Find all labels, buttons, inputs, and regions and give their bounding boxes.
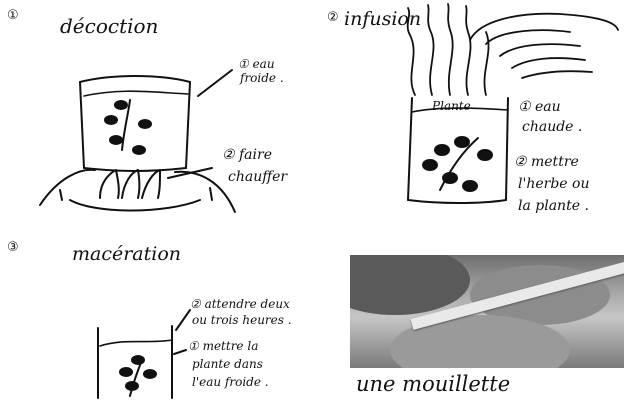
label-put-herb-2: l'herbe ou — [518, 177, 589, 191]
label-cold-water-2: froide . — [240, 72, 284, 84]
photo-finger-top — [350, 255, 470, 315]
title-infusion: infusion — [344, 10, 421, 29]
step-number-decoction: ① — [7, 8, 19, 23]
label-put-herb-1: ② mettre — [514, 155, 579, 169]
decoction-cold-water-pointer — [198, 70, 232, 96]
label-put-cold-1: ① mettre la — [188, 340, 258, 352]
hand-holding-plant — [470, 14, 618, 78]
stove-burner — [40, 170, 235, 212]
maceration-plant-sprig — [120, 356, 156, 396]
label-hot-water-1: ① eau — [518, 100, 561, 114]
title-maceration: macération — [72, 245, 181, 264]
label-wait-1: ② attendre deux — [190, 298, 290, 310]
mouillette-photo — [350, 255, 624, 368]
label-put-cold-2: plante dans — [192, 358, 263, 370]
label-put-herb-3: la plante . — [518, 199, 589, 213]
photo-caption: une mouillette — [356, 374, 510, 395]
label-put-cold-3: l'eau froide . — [192, 376, 269, 388]
label-wait-2: ou trois heures . — [192, 314, 292, 326]
maceration-wait-pointer — [176, 310, 190, 330]
infusion-pot — [408, 98, 508, 203]
infusion-plant-sprig — [423, 137, 492, 191]
label-heat-2: chauffer — [228, 170, 287, 184]
step-number-maceration: ③ — [7, 240, 19, 255]
decoction-pot — [80, 76, 190, 171]
pot-label-plante: Plante — [432, 100, 471, 112]
step-number-infusion: ② — [327, 10, 339, 25]
label-hot-water-2: chaude . — [522, 120, 582, 134]
title-decoction: décoction — [60, 16, 158, 36]
maceration-put-pointer — [174, 350, 186, 354]
label-cold-water-1: ① eau — [238, 58, 275, 70]
decoction-plant-sprig — [105, 100, 151, 154]
label-heat-1: ② faire — [222, 148, 272, 162]
